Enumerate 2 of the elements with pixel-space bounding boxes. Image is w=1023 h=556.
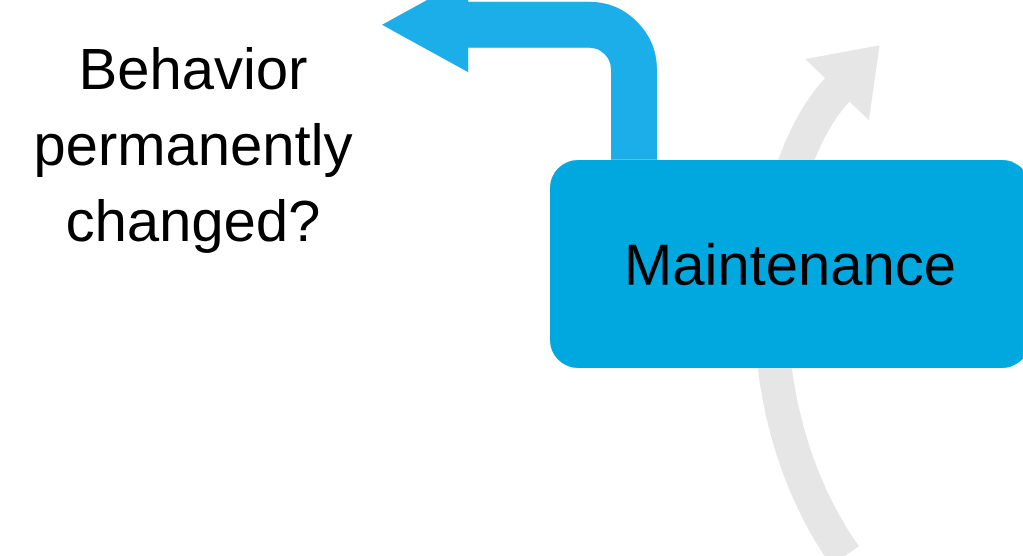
question-text: Behavior permanently changed?: [37, 46, 353, 253]
process-box: Maintenance: [550, 160, 1023, 368]
